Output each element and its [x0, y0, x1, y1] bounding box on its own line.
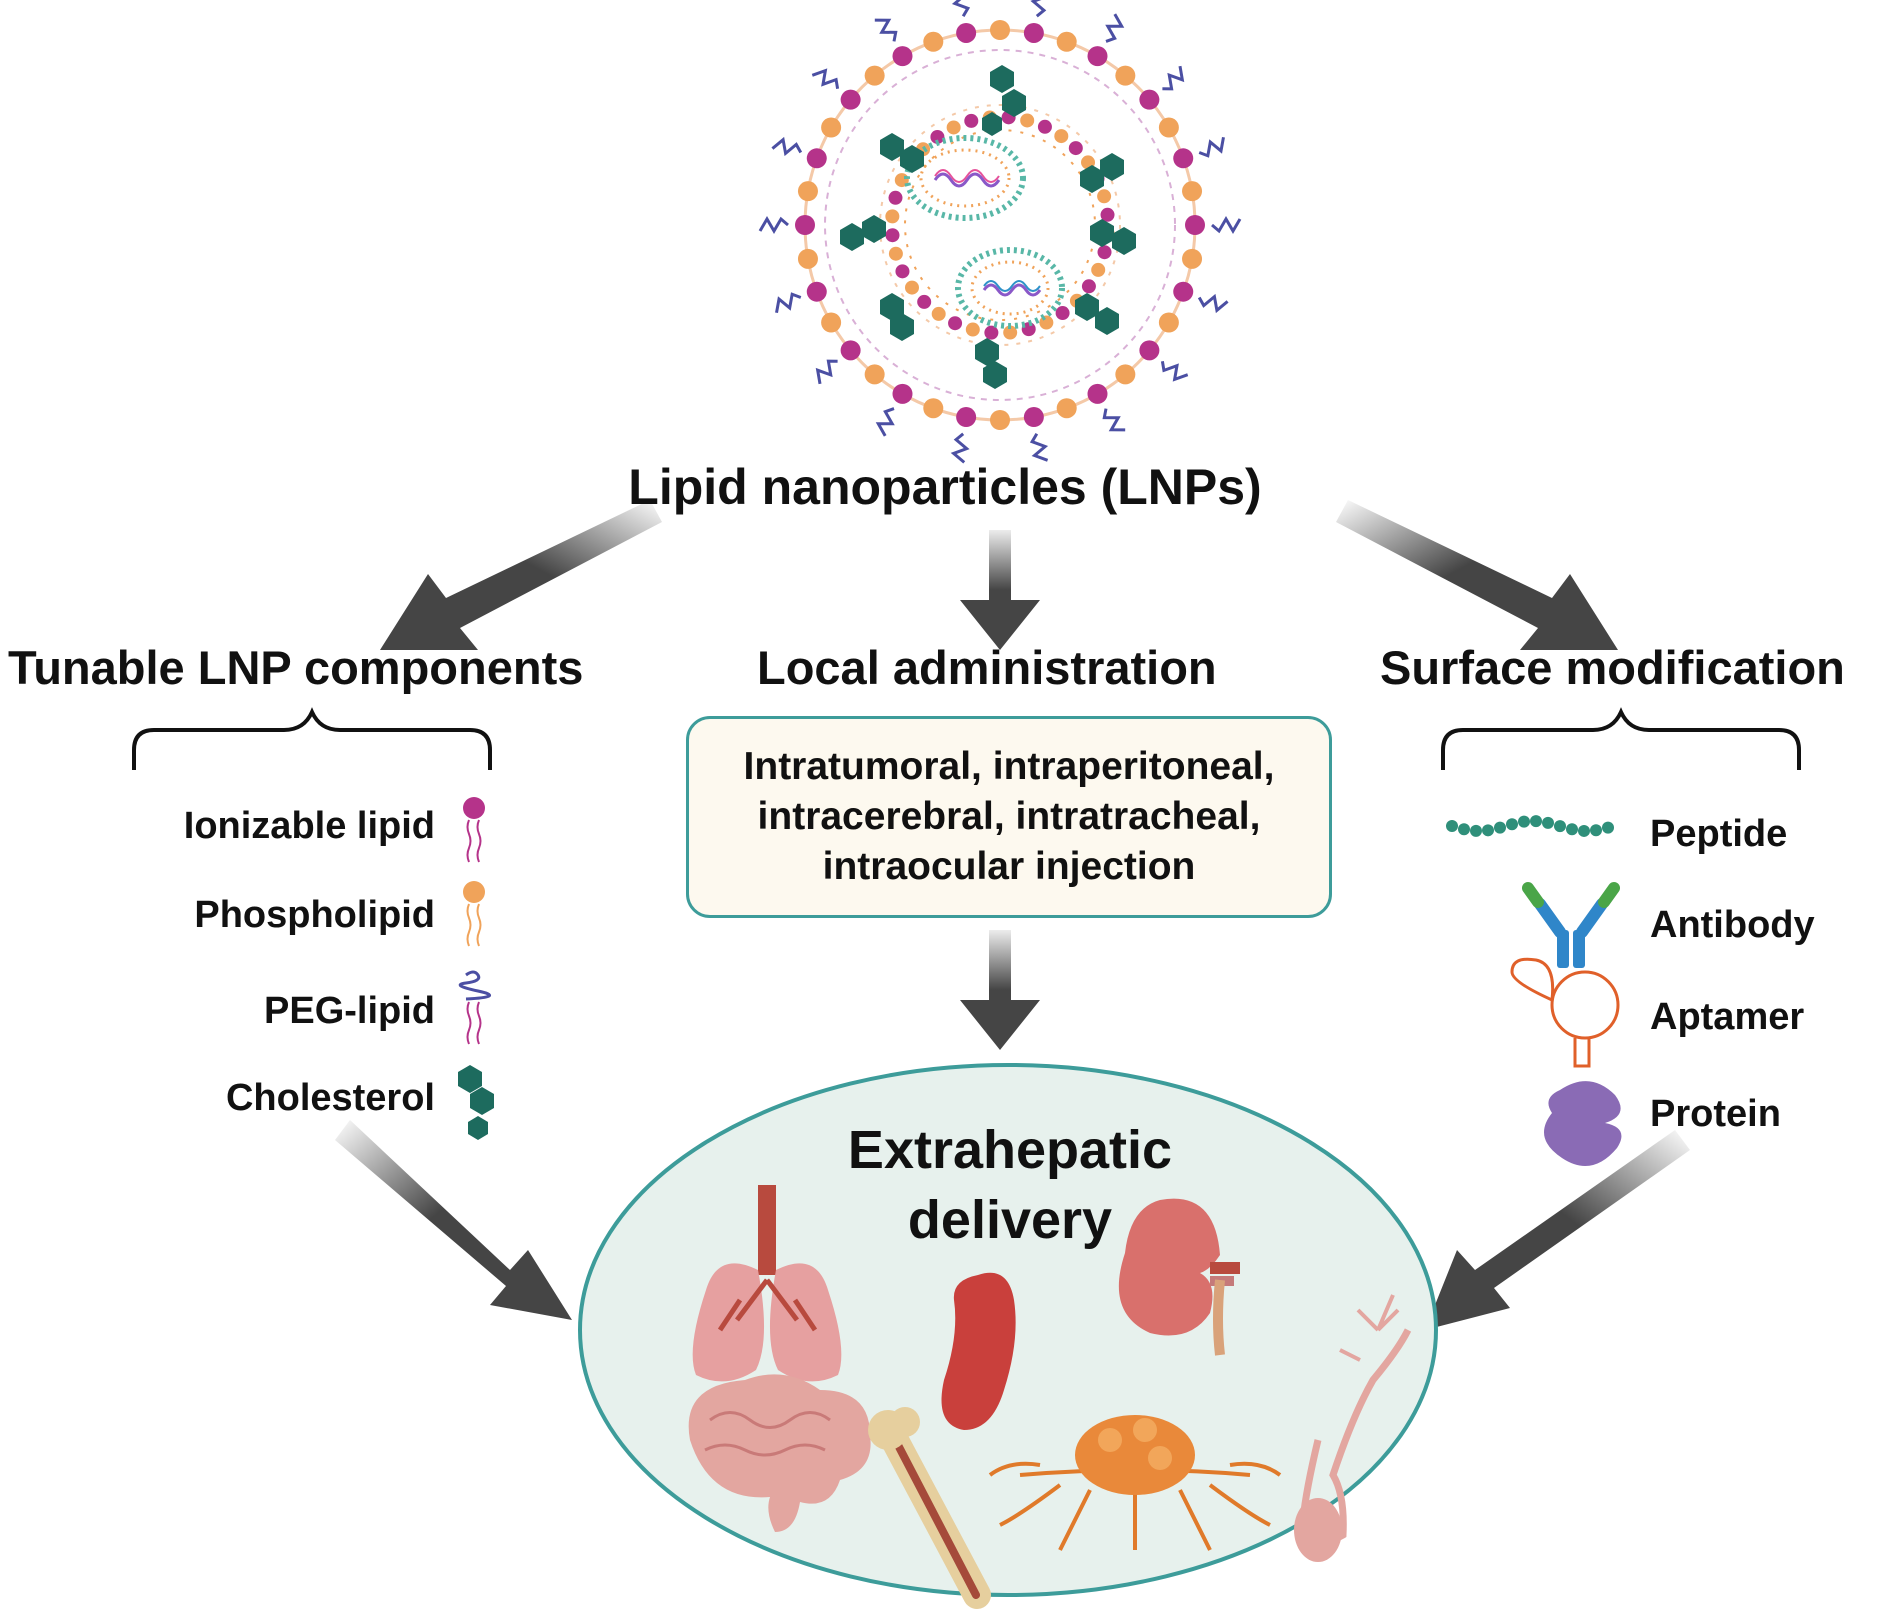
tunable-components-heading: Tunable LNP components [8, 641, 584, 694]
lnp-particle-illustration [758, 0, 1242, 464]
component-peg-lipid: PEG-lipid [264, 990, 435, 1032]
mrna-vesicle-icon [904, 135, 1026, 221]
antibody-icon [1522, 882, 1620, 968]
component-phospholipid: Phospholipid [194, 894, 435, 936]
brain-icon [688, 1374, 871, 1532]
extrahepatic-delivery-title: Extrahepatic delivery [847, 1120, 1173, 1250]
cholesterol-icon [458, 1065, 494, 1140]
protein-icon [1544, 1081, 1622, 1166]
surface-modification-heading: Surface modification [1380, 641, 1845, 694]
arrow-components-to-delivery [335, 1120, 572, 1320]
component-cholesterol: Cholesterol [225, 1077, 435, 1119]
right-brace [1441, 707, 1801, 770]
neuron-icon [1294, 1294, 1412, 1562]
lung-icon [692, 1185, 842, 1382]
ionizable-lipid-icon [463, 797, 485, 863]
surface-protein: Protein [1650, 1093, 1781, 1135]
arrow-to-components [380, 500, 662, 650]
peg-lipid-icon [458, 970, 491, 1045]
phospholipid-icon [463, 881, 485, 947]
kidney-icon [1118, 1198, 1240, 1356]
arrow-to-surface-mod [1336, 500, 1618, 650]
peptide-icon [1446, 815, 1614, 837]
component-ionizable-lipid: Ionizable lipid [183, 805, 435, 847]
mrna-vesicle-icon [955, 247, 1065, 329]
surface-peptide: Peptide [1650, 813, 1788, 855]
spleen-icon [941, 1272, 1016, 1430]
local-administration-heading: Local administration [757, 641, 1217, 694]
surface-aptamer: Aptamer [1650, 996, 1805, 1038]
lnp-title: Lipid nanoparticles (LNPs) [628, 459, 1262, 515]
local-administration-box: Intratumoral, intraperitoneal, intracere… [686, 716, 1332, 918]
left-brace [132, 707, 492, 770]
arrow-surface-to-delivery [1425, 1130, 1690, 1330]
arrow-to-local-admin [960, 530, 1040, 650]
surface-antibody: Antibody [1650, 904, 1815, 946]
aptamer-icon [1510, 957, 1620, 1068]
local-administration-routes: Intratumoral, intraperitoneal, intracere… [743, 745, 1275, 888]
arrow-admin-to-delivery [960, 930, 1040, 1050]
tumor-icon [988, 1415, 1282, 1551]
bone-icon [868, 1407, 991, 1609]
